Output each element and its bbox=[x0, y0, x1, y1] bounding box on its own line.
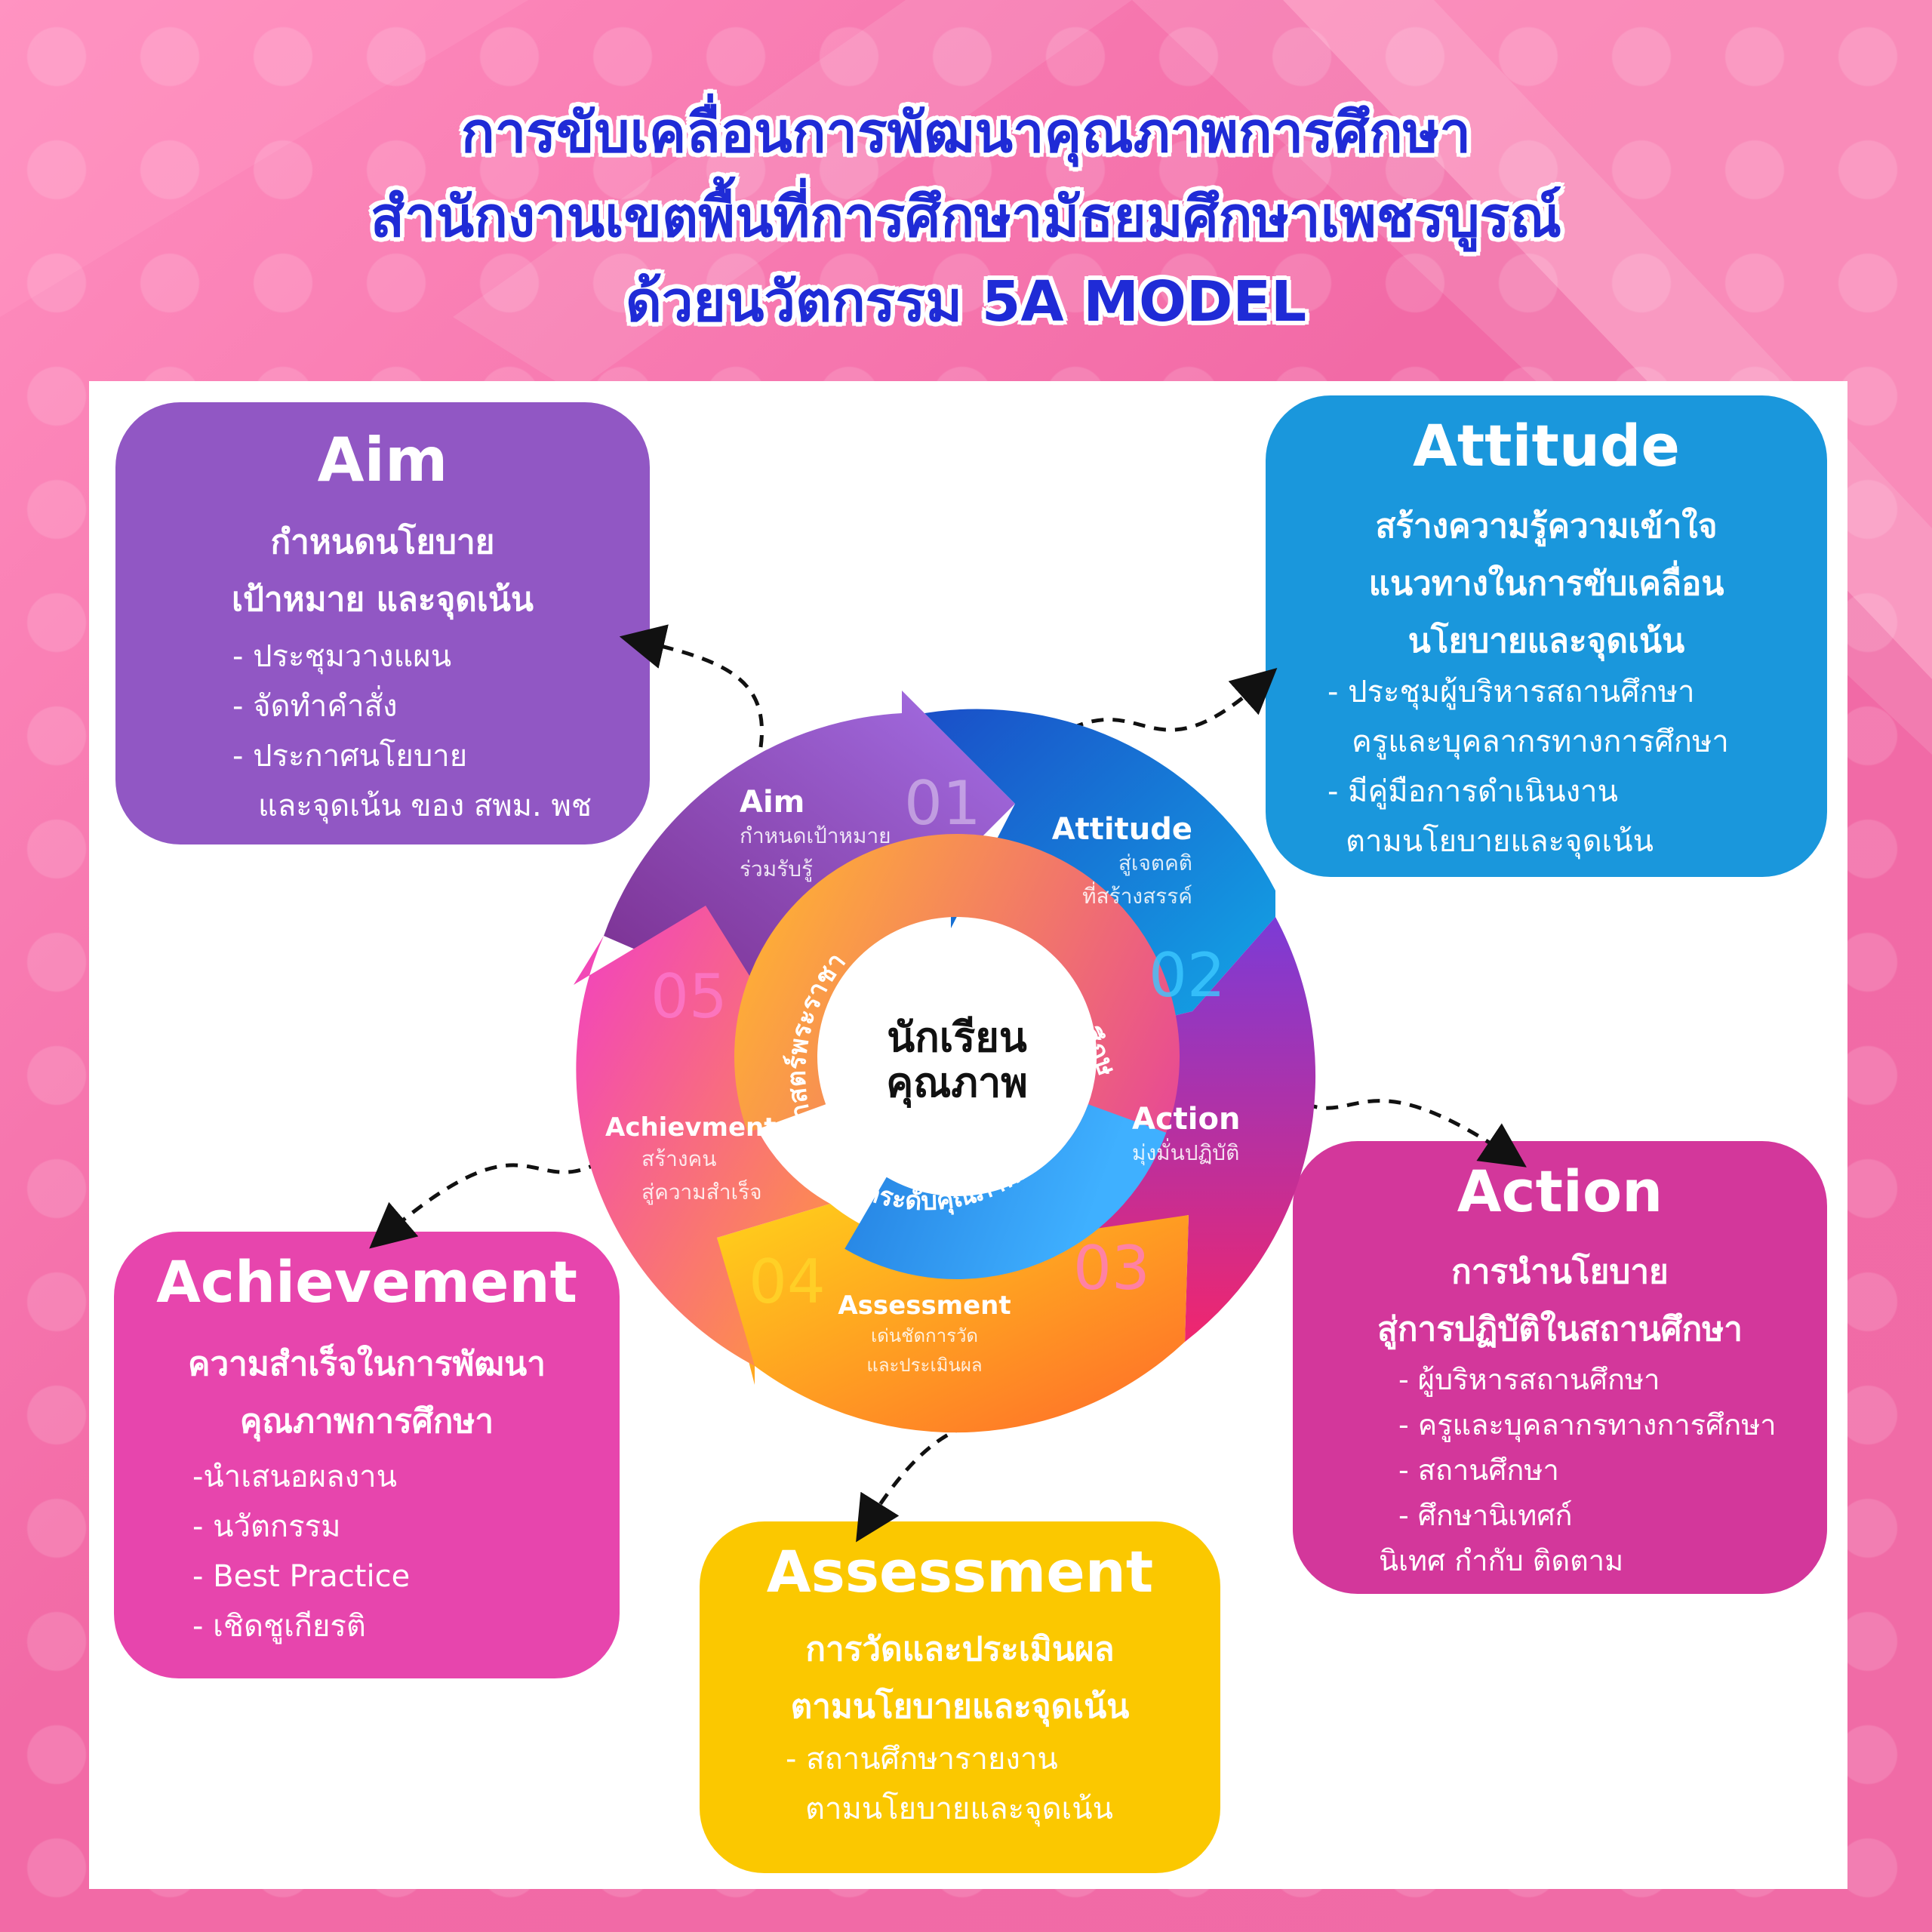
segment-label-attitude: Attitude สู่เจตคติ ที่สร้างสรรค์ bbox=[1026, 812, 1192, 913]
attitude-sub-line-1: สร้างความรู้ความเข้าใจ bbox=[1375, 507, 1718, 546]
segment-label-assessment: Assessment เด่นชัดการวัด และประเมินผล bbox=[838, 1291, 1011, 1380]
achievement-bullet-4: - เชิดชูเกียรติ bbox=[192, 1609, 366, 1644]
achievement-card: Achievement ความสำเร็จในการพัฒนา คุณภาพก… bbox=[114, 1232, 620, 1678]
aim-card: Aim กำหนดนโยบาย เป้าหมาย และจุดเน้น - ปร… bbox=[115, 402, 650, 844]
segment-aim-name: Aim bbox=[740, 785, 805, 820]
segment-achievment-desc-2: สู่ความสำเร็จ bbox=[641, 1180, 762, 1204]
segment-achievment-name: Achievment bbox=[605, 1112, 777, 1143]
cycle-center-text: นักเรียน คุณภาพ bbox=[844, 1015, 1070, 1106]
achievement-subtitle: ความสำเร็จในการพัฒนา คุณภาพการศึกษา bbox=[114, 1336, 620, 1451]
action-bullet-5: นิเทศ กำกับ ติดตาม bbox=[1379, 1544, 1624, 1577]
achievement-bullet-2: - นวัตกรรม bbox=[192, 1509, 341, 1544]
assessment-bullet-2: ตามนโยบายและจุดเน้น bbox=[805, 1792, 1113, 1826]
aim-bullet-1: - ประชุมวางแผน bbox=[232, 639, 452, 674]
title-line-3: ด้วยนวัตกรรม 5A MODEL bbox=[625, 269, 1307, 334]
assessment-bullet-1: - สถานศึกษารายงาน bbox=[786, 1742, 1058, 1777]
attitude-bullet-1: - ประชุมผู้บริหารสถานศึกษา bbox=[1327, 675, 1695, 709]
aim-bullet-3: - ประกาศนโยบาย bbox=[232, 739, 468, 774]
attitude-sub-line-2: แนวทางในการขับเคลื่อน bbox=[1368, 565, 1724, 603]
achievement-sub-line-1: ความสำเร็จในการพัฒนา bbox=[188, 1345, 546, 1383]
segment-number-02: 02 bbox=[1149, 940, 1226, 1011]
aim-subtitle: กำหนดนโยบาย เป้าหมาย และจุดเน้น bbox=[115, 514, 650, 629]
segment-label-achievment: Achievment สร้างคน สู่ความสำเร็จ bbox=[605, 1112, 777, 1209]
assessment-sub-line-2: ตามนโยบายและจุดเน้น bbox=[790, 1687, 1130, 1726]
segment-assessment-desc-1: เด่นชัดการวัด bbox=[870, 1325, 979, 1346]
segment-aim-desc-1: กำหนดเป้าหมาย bbox=[740, 823, 891, 848]
segment-action-desc-1: มุ่งมั่นปฏิบัติ bbox=[1132, 1140, 1240, 1165]
attitude-bullets: - ประชุมผู้บริหารสถานศึกษา ครูและบุคลากร… bbox=[1327, 667, 1729, 866]
attitude-heading: Attitude bbox=[1413, 412, 1680, 479]
attitude-bullet-2: ครูและบุคลากรทางการศึกษา bbox=[1352, 724, 1729, 759]
segment-aim-desc-2: ร่วมรับรู้ bbox=[740, 857, 814, 881]
segment-number-03: 03 bbox=[1073, 1233, 1150, 1303]
attitude-card: Attitude สร้างความรู้ความเข้าใจ แนวทางใน… bbox=[1266, 395, 1827, 877]
assessment-subtitle: การวัดและประเมินผล ตามนโยบายและจุดเน้น bbox=[700, 1621, 1220, 1736]
segment-attitude-name: Attitude bbox=[1051, 812, 1192, 847]
achievement-sub-line-2: คุณภาพการศึกษา bbox=[239, 1402, 494, 1441]
aim-sub-line-2: เป้าหมาย และจุดเน้น bbox=[232, 580, 534, 619]
assessment-sub-line-1: การวัดและประเมินผล bbox=[805, 1630, 1115, 1669]
action-card: Action การนำนโยบาย สู่การปฏิบัติในสถานศึ… bbox=[1293, 1141, 1827, 1594]
segment-assessment-desc-2: และประเมินผล bbox=[866, 1355, 983, 1376]
action-bullet-4: - ศึกษานิเทศก์ bbox=[1398, 1499, 1573, 1532]
segment-achievment-desc-1: สร้างคน bbox=[641, 1146, 717, 1171]
aim-bullet-2: - จัดทำคำสั่ง bbox=[232, 689, 398, 724]
action-subtitle: การนำนโยบาย สู่การปฏิบัติในสถานศึกษา bbox=[1293, 1244, 1827, 1358]
action-bullet-3: - สถานศึกษา bbox=[1398, 1454, 1559, 1487]
achievement-heading: Achievement bbox=[156, 1248, 577, 1315]
segment-action-name: Action bbox=[1132, 1102, 1241, 1137]
action-bullet-2: - ครูและบุคลากรทางการศึกษา bbox=[1398, 1408, 1777, 1441]
attitude-bullet-3: - มีคู่มือการดำเนินงาน bbox=[1327, 774, 1618, 809]
action-sub-line-2: สู่การปฏิบัติในสถานศึกษา bbox=[1377, 1310, 1743, 1349]
segment-attitude-desc-1: สู่เจตคติ bbox=[1118, 851, 1192, 875]
aim-bullet-4: และจุดเน้น ของ สพม. พช bbox=[258, 789, 592, 823]
action-bullets: - ผู้บริหารสถานศึกษา - ครูและบุคลากรทางก… bbox=[1379, 1357, 1777, 1583]
action-sub-line-1: การนำนโยบาย bbox=[1451, 1253, 1669, 1291]
segment-number-05: 05 bbox=[651, 961, 728, 1032]
segment-label-action: Action มุ่งมั่นปฏิบัติ bbox=[1132, 1102, 1240, 1170]
action-heading: Action bbox=[1457, 1158, 1663, 1225]
attitude-sub-line-3: นโยบายและจุดเน้น bbox=[1407, 622, 1685, 660]
segment-assessment-name: Assessment bbox=[838, 1291, 1011, 1321]
achievement-bullets: -นำเสนอผลงาน - นวัตกรรม - Best Practice … bbox=[192, 1452, 410, 1651]
aim-heading: Aim bbox=[317, 425, 448, 495]
segment-number-04: 04 bbox=[749, 1247, 826, 1317]
attitude-bullet-4: ตามนโยบายและจุดเน้น bbox=[1346, 824, 1654, 859]
title-line-1: การขับเคลื่อนการพัฒนาคุณภาพการศึกษา bbox=[460, 100, 1472, 165]
assessment-card: Assessment การวัดและประเมินผล ตามนโยบายแ… bbox=[700, 1521, 1220, 1873]
assessment-bullets: - สถานศึกษารายงาน ตามนโยบายและจุดเน้น bbox=[786, 1734, 1113, 1834]
aim-bullets: - ประชุมวางแผน - จัดทำคำสั่ง - ประกาศนโย… bbox=[232, 632, 592, 831]
page-title: การขับเคลื่อนการพัฒนาคุณภาพการศึกษา สำนั… bbox=[0, 91, 1932, 344]
achievement-bullet-1: -นำเสนอผลงาน bbox=[192, 1460, 397, 1494]
title-line-2: สำนักงานเขตพื้นที่การศึกษามัธยมศึกษาเพชร… bbox=[370, 185, 1562, 250]
segment-label-aim: Aim กำหนดเป้าหมาย ร่วมรับรู้ bbox=[740, 785, 891, 886]
assessment-heading: Assessment bbox=[766, 1538, 1154, 1605]
aim-sub-line-1: กำหนดนโยบาย bbox=[270, 523, 495, 561]
center-line-2: คุณภาพ bbox=[886, 1059, 1028, 1106]
segment-attitude-desc-2: ที่สร้างสรรค์ bbox=[1082, 884, 1192, 909]
segment-number-01: 01 bbox=[904, 768, 981, 838]
achievement-bullet-3: - Best Practice bbox=[192, 1559, 411, 1594]
action-bullet-1: - ผู้บริหารสถานศึกษา bbox=[1398, 1363, 1660, 1396]
center-line-1: นักเรียน bbox=[887, 1014, 1027, 1061]
attitude-subtitle: สร้างความรู้ความเข้าใจ แนวทางในการขับเคล… bbox=[1266, 498, 1827, 670]
